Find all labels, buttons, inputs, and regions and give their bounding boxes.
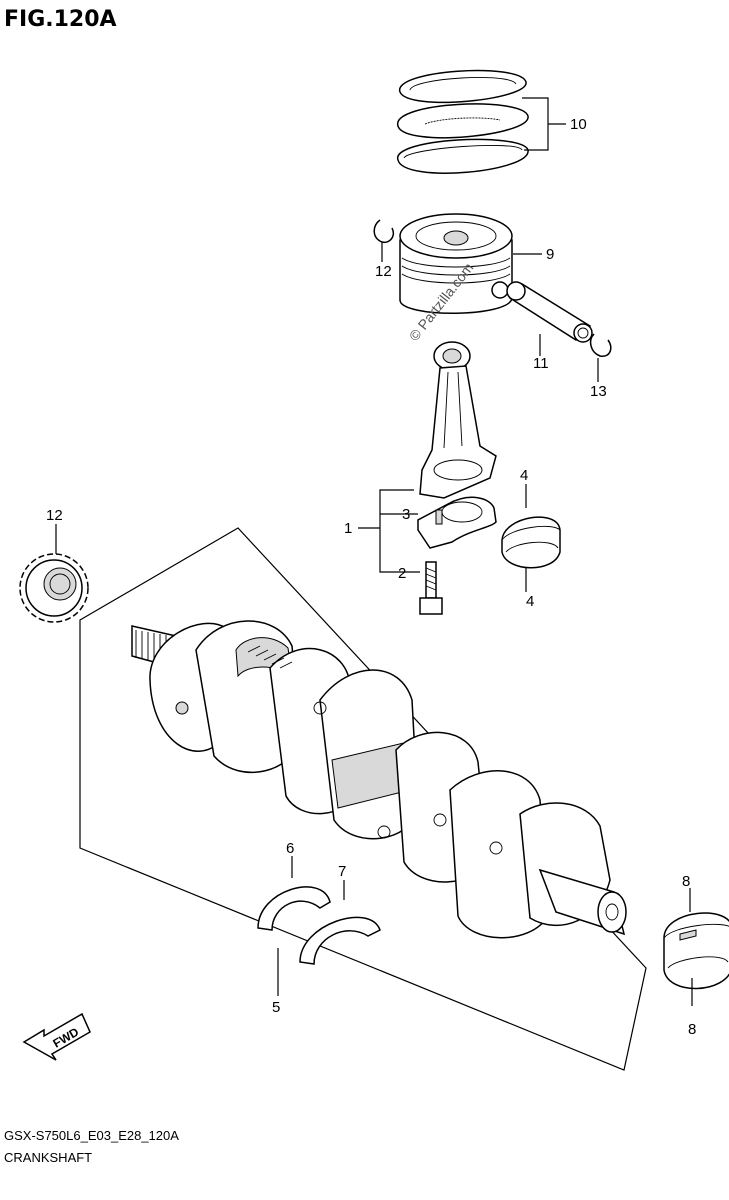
connecting-rod [417,341,497,549]
leader-10 [522,97,566,151]
thrust-washer-7 [299,916,381,965]
conrod-bearing [501,516,561,569]
piston-rings [397,69,529,174]
callout-5: 5 [272,999,280,1016]
callout-12b: 13 [590,383,607,400]
figure-title: FIG.120A [4,7,117,32]
circlip-left [373,219,394,244]
callout-7: 7 [338,863,346,880]
fwd-arrow: FWD [22,1012,91,1061]
callout-8a: 8 [682,873,690,890]
piston-pin [506,281,593,343]
callout-4a: 4 [520,467,528,484]
crankshaft [131,620,627,939]
circlip-right [589,333,612,357]
figure-code: GSX-S750L6_E03_E28_120A [4,1128,179,1143]
callout-3: 3 [402,506,410,523]
main-bearing [663,912,729,990]
callout-2: 2 [398,565,406,582]
thrust-washer-6 [257,886,331,931]
figure-caption: CRANKSHAFT [4,1150,92,1165]
callout-6: 6 [286,840,294,857]
conrod-bolt [419,561,443,615]
callout-11: 11 [533,355,549,372]
callout-1: 1 [344,520,352,537]
callout-10: 10 [570,116,587,133]
callout-12a: 12 [375,263,392,280]
callout-4b: 4 [526,593,534,610]
piston [399,213,513,314]
leader-1 [358,489,420,573]
crank-sprocket [19,553,89,623]
crankshaft-group-box [79,527,647,1071]
callout-8b: 8 [688,1021,696,1038]
leader-8 [689,888,693,1006]
callout-13: 12 [46,507,63,524]
callout-9: 9 [546,246,554,263]
